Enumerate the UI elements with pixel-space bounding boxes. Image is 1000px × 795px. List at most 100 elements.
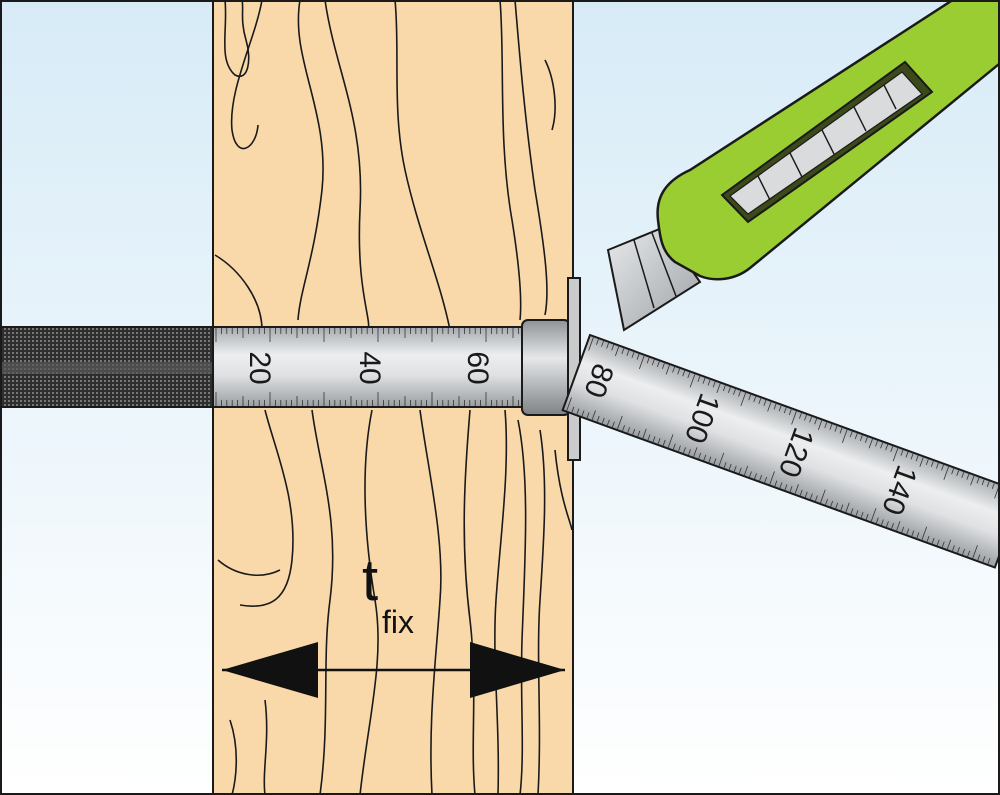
scale-tick <box>708 456 712 463</box>
dimension-subscript: fix <box>382 604 414 640</box>
scale-tick <box>740 392 747 407</box>
scale-tick <box>733 465 737 472</box>
scale-tick <box>754 473 757 480</box>
arrow-left-icon <box>222 642 318 698</box>
scale-tick <box>636 353 640 360</box>
scale-tick <box>820 489 826 504</box>
scale-tick <box>870 508 877 522</box>
scale-tick <box>840 504 844 511</box>
scale-tick <box>952 545 955 552</box>
scale-tick <box>906 528 910 535</box>
scale-tick <box>763 399 767 406</box>
scale-tick <box>900 449 904 456</box>
anchor-sleeve <box>0 326 216 408</box>
scale-tick <box>896 521 901 531</box>
scale-tick <box>891 523 894 529</box>
scale-tick <box>722 385 726 392</box>
scale-tick <box>697 375 701 382</box>
scale-tick <box>677 445 681 452</box>
scale-tick <box>976 477 980 484</box>
scale-tick <box>646 357 650 364</box>
scale-rod-inserted: 20 40 60 <box>212 326 529 408</box>
scale-tick <box>716 383 721 394</box>
scale-tick <box>728 463 732 470</box>
scale-tick <box>566 397 572 411</box>
scale-tick <box>688 449 691 456</box>
scale-tick <box>880 519 884 526</box>
scale-tick <box>814 418 818 425</box>
scale-tick <box>925 459 929 465</box>
scale-tick <box>672 443 676 450</box>
scale-tick <box>854 433 858 440</box>
scale-tick <box>758 398 762 405</box>
scale-tick <box>622 425 625 432</box>
scale-tick <box>738 390 741 397</box>
scale-tick <box>885 444 889 451</box>
scale-tick <box>606 342 610 349</box>
scale-tick <box>637 430 641 437</box>
scale-tick <box>915 455 919 462</box>
scale-tick <box>749 471 752 478</box>
scale-tick <box>865 436 868 443</box>
blade-segments <box>729 71 923 215</box>
scale-tick <box>794 484 799 494</box>
scale-tick <box>966 473 970 480</box>
scale-tick <box>901 526 905 533</box>
scale-tick <box>860 511 864 518</box>
scale-tick <box>825 499 828 505</box>
scale-tick <box>788 409 792 416</box>
scale-tick <box>855 510 859 517</box>
scale-tick <box>804 491 808 498</box>
scale-tick <box>868 438 873 449</box>
scale-tick <box>799 412 802 419</box>
scale-tick <box>841 429 848 443</box>
scale-tick <box>617 415 623 430</box>
scale-tick <box>707 379 711 386</box>
dimension-t-fix: t fix <box>222 548 565 698</box>
scale-tick <box>829 423 833 430</box>
scale-tick <box>936 539 940 546</box>
scale-tick <box>693 447 698 457</box>
scale-label-60: 60 <box>461 351 494 384</box>
scale-tick <box>911 530 915 537</box>
scale-tick <box>941 541 945 548</box>
rod-ticks <box>215 328 519 406</box>
scale-tick <box>588 337 594 351</box>
scale-tick <box>956 470 960 477</box>
scale-tick <box>890 446 894 453</box>
scale-tick <box>723 462 727 468</box>
scale-tick <box>809 416 812 423</box>
scale-tick <box>791 411 797 425</box>
scale-tick <box>910 453 914 460</box>
scale-tick <box>930 460 934 467</box>
scale-tick <box>967 550 971 557</box>
scale-tick <box>642 428 647 439</box>
scale-tick <box>926 535 930 542</box>
scale-tick <box>981 479 985 486</box>
scale-label-20: 20 <box>243 351 276 384</box>
scale-tick <box>703 454 707 461</box>
scale-tick <box>712 381 716 388</box>
scale-tick <box>753 396 757 403</box>
scale-tick <box>687 372 691 379</box>
scale-tick <box>919 457 924 467</box>
scale-tick <box>779 482 783 489</box>
scale-tick <box>799 489 803 496</box>
scale-tick <box>596 339 599 345</box>
scale-tick <box>627 426 631 433</box>
scale-tick <box>880 442 884 449</box>
scale-tick <box>817 420 823 430</box>
scale-tick <box>951 468 955 475</box>
scale-tick <box>905 451 909 458</box>
scale-tick <box>774 480 778 487</box>
scale-tick <box>784 484 788 491</box>
scale-tick <box>591 410 596 420</box>
scale-tick <box>743 465 749 476</box>
scale-rod-cut: 80 100 120 140 <box>561 333 1000 569</box>
scale-tick <box>631 351 635 358</box>
scale-tick <box>665 364 670 375</box>
scale-tick <box>759 475 762 481</box>
arrow-right-icon <box>470 642 565 698</box>
scale-tick <box>936 462 939 469</box>
